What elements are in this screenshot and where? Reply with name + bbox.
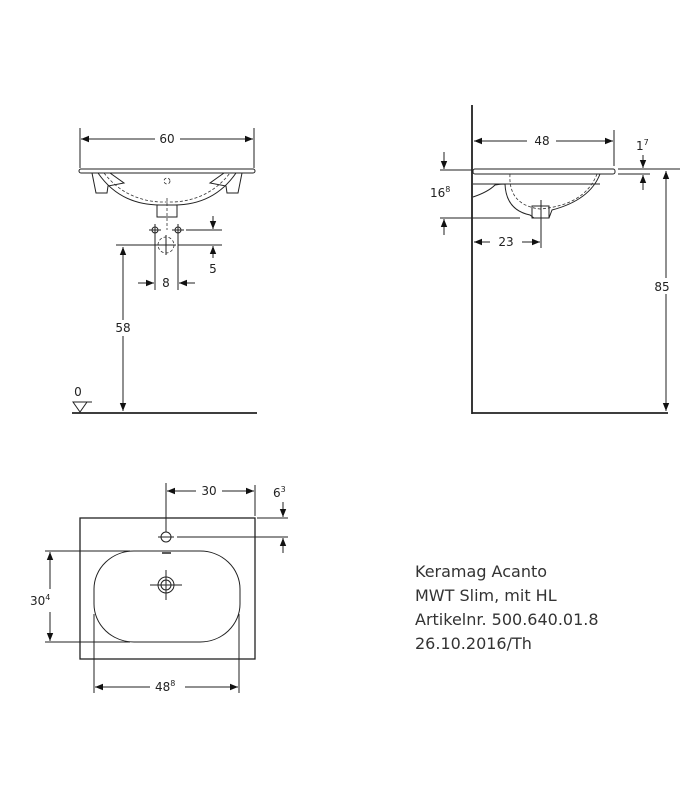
dim-bowl-height: 168 <box>430 185 450 200</box>
dim-width: 60 <box>159 132 174 146</box>
dim-mount-height: 85 <box>654 280 669 294</box>
tap-hole-marks <box>149 224 184 255</box>
dim-waste-height: 58 <box>115 321 130 335</box>
dim-rim-thickness: 17 <box>636 138 649 153</box>
product-name: Keramag Acanto <box>415 562 548 581</box>
dim-depth: 48 <box>534 134 549 148</box>
dim-hole-spacing: 8 <box>162 276 170 290</box>
dim-tap-offset: 63 <box>273 485 286 500</box>
dim-waste-distance: 23 <box>498 235 513 249</box>
floor-level: 0 <box>74 385 82 399</box>
front-view: 60 5 8 58 0 <box>72 128 257 414</box>
article-number: Artikelnr. 500.640.01.8 <box>415 610 599 629</box>
dim-bowl-width: 488 <box>155 679 175 694</box>
product-variant: MWT Slim, mit HL <box>415 586 557 605</box>
dim-tap-hole-distance: 30 <box>201 484 216 498</box>
dim-hole-offset: 5 <box>209 262 217 276</box>
side-view: 48 168 23 17 85 <box>430 105 680 414</box>
drawing-date: 26.10.2016/Th <box>415 634 532 653</box>
product-info: Keramag Acanto MWT Slim, mit HL Artikeln… <box>415 560 599 656</box>
top-view: 30 63 304 488 <box>30 483 288 694</box>
dim-bowl-depth: 304 <box>30 593 50 608</box>
